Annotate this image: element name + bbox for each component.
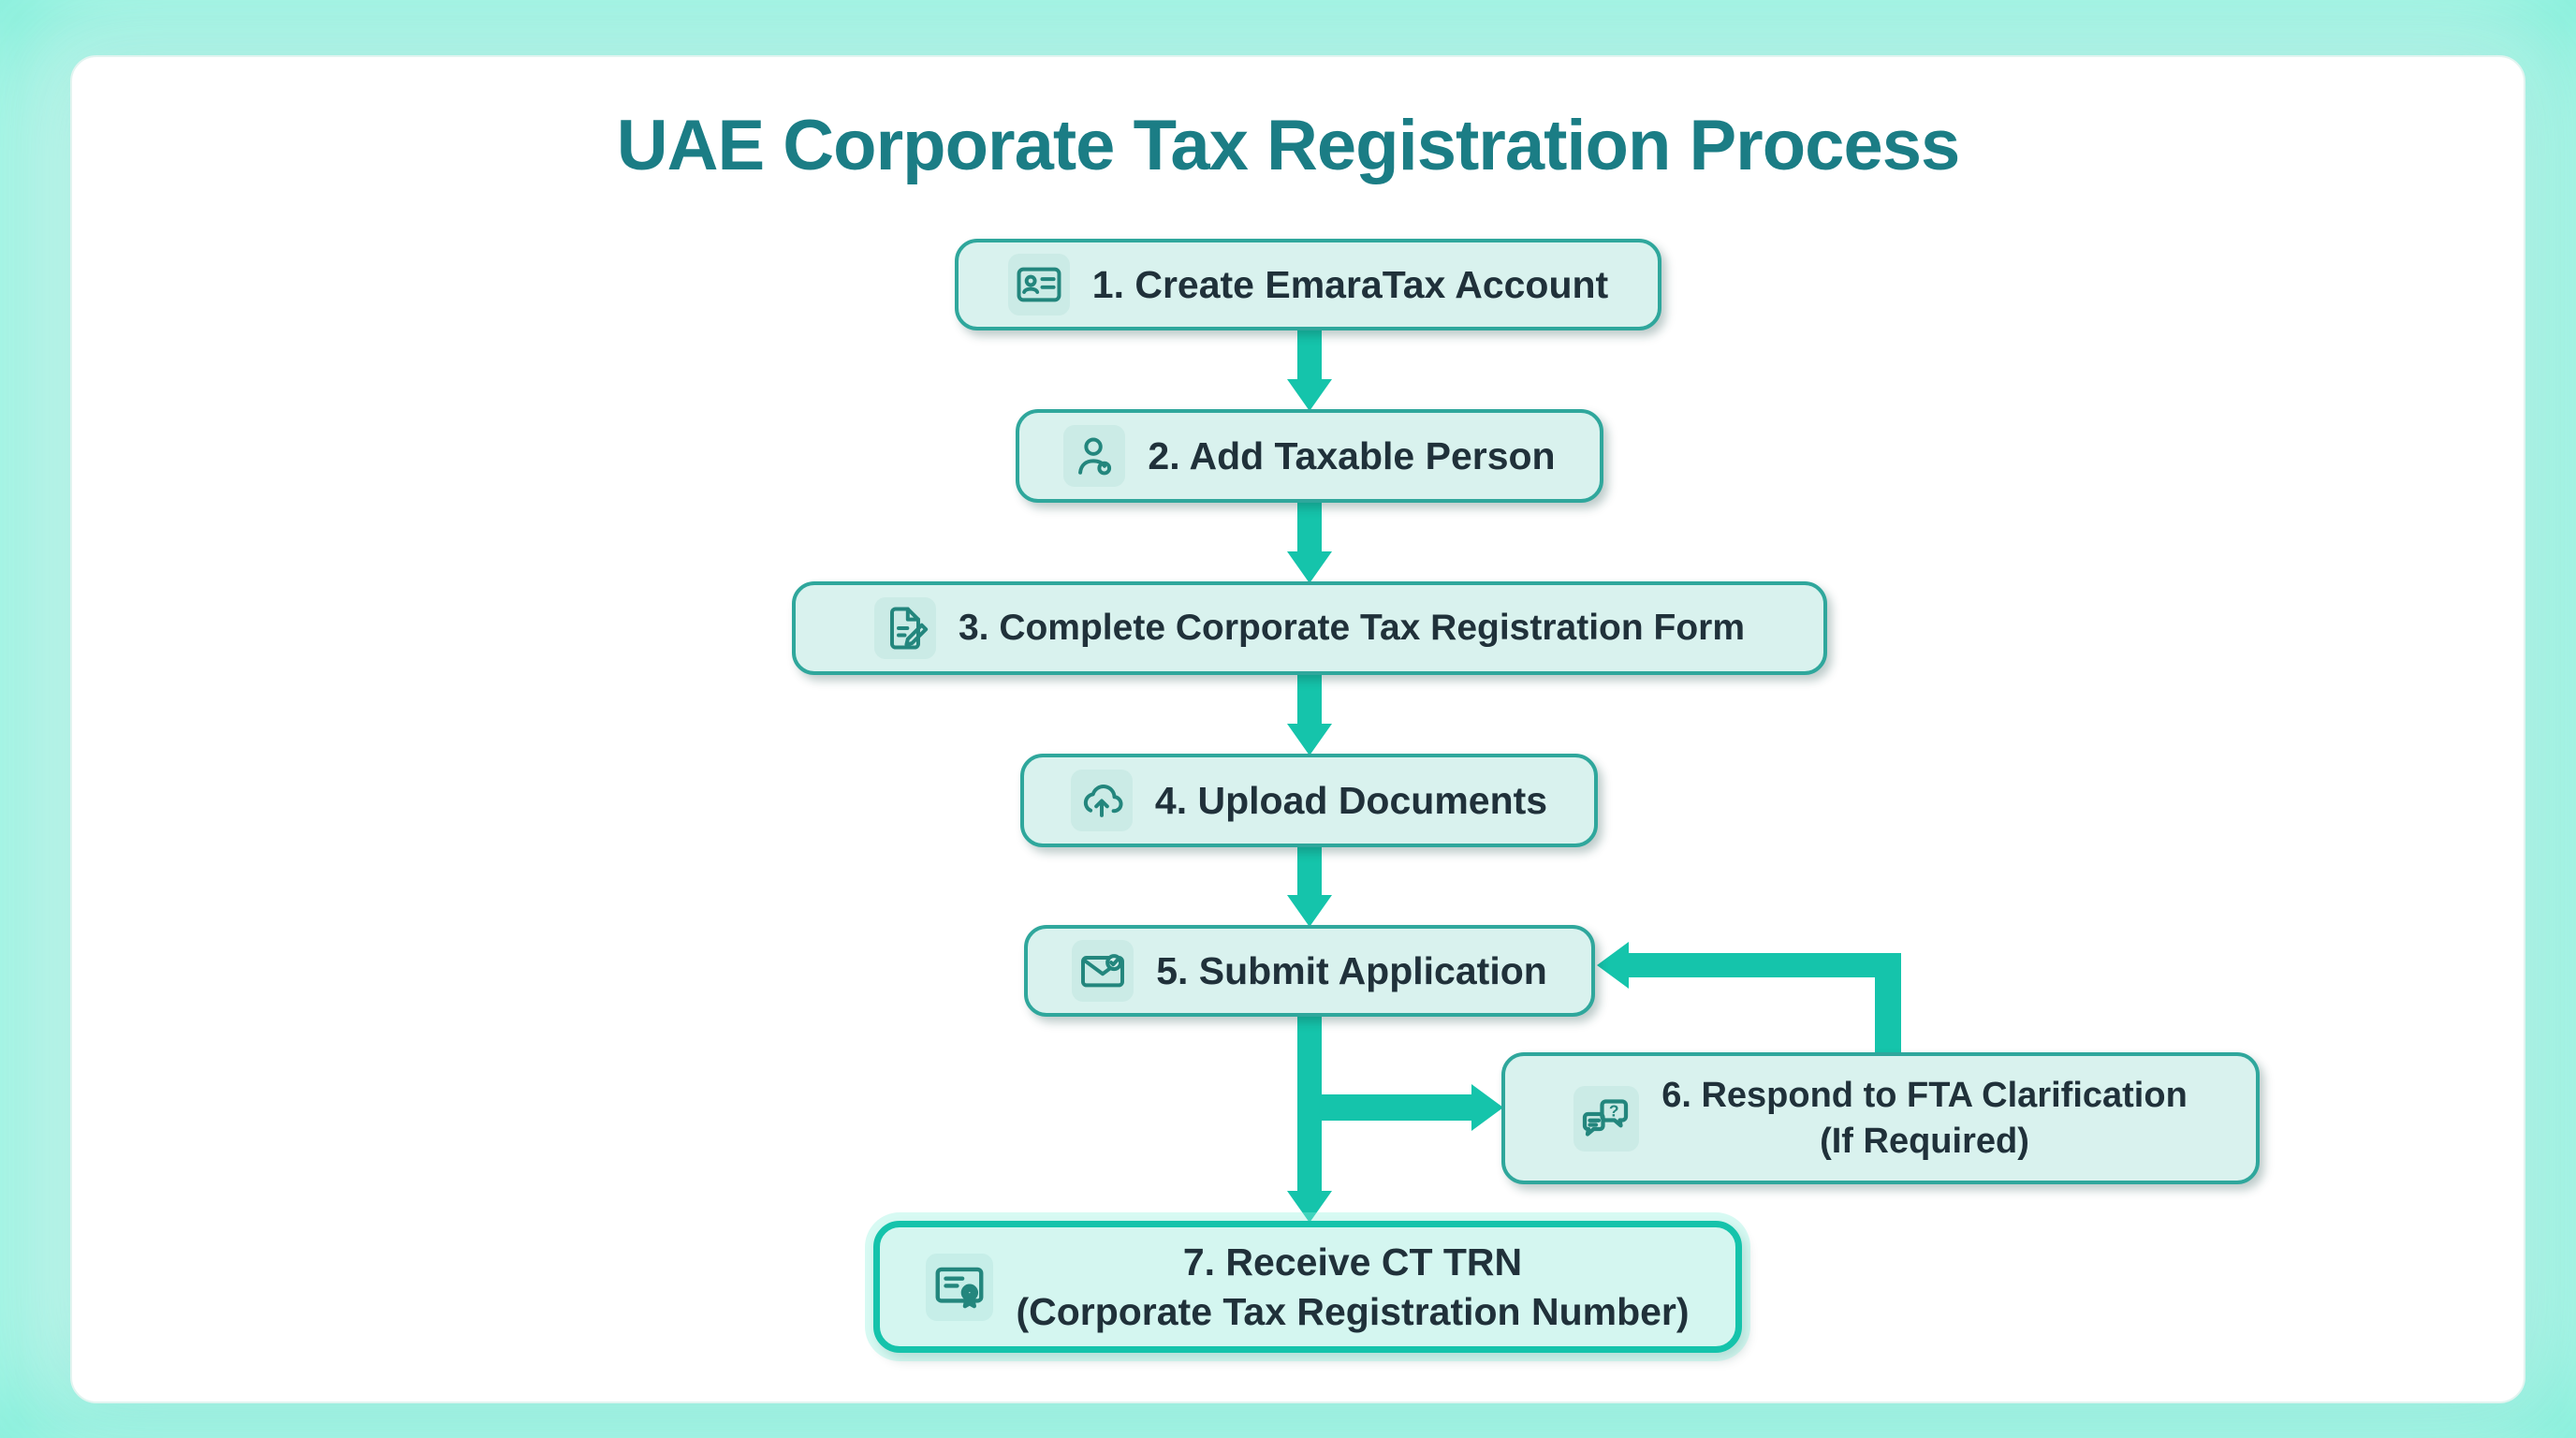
arrow-step1-step2 [1287, 329, 1332, 411]
arrow-step6-back-step5 [1597, 942, 1901, 1052]
flow-step-add-taxable-person: 2. Add Taxable Person [1016, 409, 1603, 503]
flow-step-submit-application: 5. Submit Application [1024, 925, 1595, 1017]
flow-step-upload-documents: 4. Upload Documents [1020, 754, 1598, 847]
chat-question-icon: ? [1573, 1085, 1640, 1152]
id-card-icon [1007, 254, 1070, 315]
flow-step-receive-ct-trn: 7. Receive CT TRN (Corporate Tax Registr… [873, 1221, 1742, 1353]
flow-step-label: 1. Create EmaraTax Account [1091, 262, 1609, 306]
flow-step-label: 7. Receive CT TRN (Corporate Tax Registr… [1016, 1240, 1690, 1333]
arrow-branch-step6 [1310, 1084, 1503, 1131]
arrow-step4-step5 [1287, 845, 1332, 927]
document-edit-icon [873, 597, 936, 659]
flow-step-label: 3. Complete Corporate Tax Registration F… [958, 608, 1746, 649]
flow-step-respond-fta-clarification: ? 6. Respond to FTA Clarification (If Re… [1501, 1052, 2260, 1184]
flow-step-label: 5. Submit Application [1156, 948, 1547, 992]
certificate-icon [926, 1253, 994, 1321]
cloud-upload-icon [1070, 770, 1133, 831]
flow-step-label: 2. Add Taxable Person [1148, 433, 1556, 477]
arrow-step3-step4 [1287, 673, 1332, 756]
page-title: UAE Corporate Tax Registration Process [616, 106, 1961, 185]
flow-step-create-emaratax-account: 1. Create EmaraTax Account [955, 239, 1661, 330]
envelope-check-icon [1072, 940, 1134, 1002]
svg-text:?: ? [1609, 1101, 1619, 1120]
person-icon [1063, 425, 1126, 487]
arrow-step2-step3 [1287, 501, 1332, 583]
flow-step-label: 6. Respond to FTA Clarification (If Requ… [1661, 1075, 2188, 1161]
flow-step-label: 4. Upload Documents [1154, 778, 1548, 822]
flow-step-complete-registration-form: 3. Complete Corporate Tax Registration F… [792, 581, 1827, 675]
